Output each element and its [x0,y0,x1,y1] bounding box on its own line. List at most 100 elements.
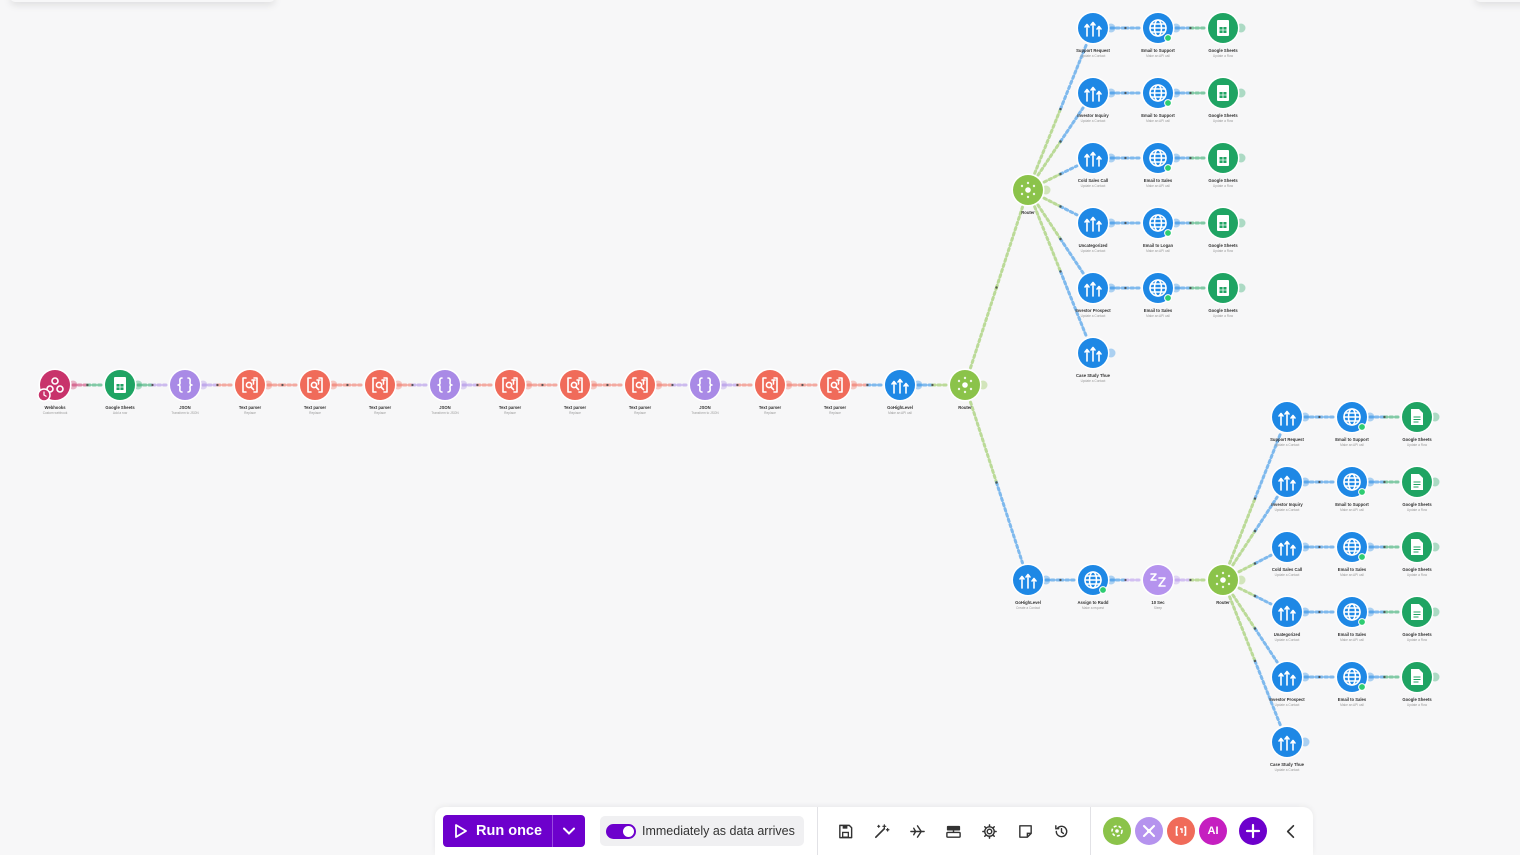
tools-button[interactable] [1135,817,1163,845]
connection-wrench-marker[interactable] [1124,156,1127,160]
connection-wrench-marker[interactable] [801,383,804,387]
connection-line[interactable] [1231,529,1257,567]
connection-wrench-marker[interactable] [151,383,154,387]
connection-wrench-marker[interactable] [1059,578,1062,582]
connection-line[interactable] [1033,205,1062,273]
connection-wrench-marker[interactable] [1318,545,1321,549]
connection-wrench-marker[interactable] [1189,91,1192,95]
connection-wrench-marker[interactable] [1124,578,1127,582]
connection-wrench-marker[interactable] [1059,140,1062,143]
module-circle[interactable] [365,370,395,400]
connection-wrench-marker[interactable] [476,383,479,387]
connection-wrench-marker[interactable] [1383,675,1386,679]
connection-wrench-marker[interactable] [1253,594,1257,598]
schedule-clock-icon[interactable] [37,388,51,402]
connection-line[interactable] [1253,627,1279,664]
connection-wrench-marker[interactable] [541,383,544,387]
connection-wrench-marker[interactable] [736,383,739,387]
connection-wrench-marker[interactable] [1383,610,1386,614]
connection-wrench-marker[interactable] [1124,91,1127,95]
connection-wrench-marker[interactable] [1318,610,1321,614]
connection-line[interactable] [995,205,1024,289]
connection-wrench-marker[interactable] [671,383,674,387]
connection-wrench-marker[interactable] [1318,480,1321,484]
connection-line[interactable] [1059,237,1085,275]
connection-wrench-marker[interactable] [866,383,869,387]
module-circle[interactable] [300,370,330,400]
module-circle[interactable] [495,370,525,400]
connection-line[interactable] [969,286,998,370]
module-router_main[interactable]: Router [948,368,988,411]
module-router_top[interactable]: Router [1011,173,1051,216]
connection-wrench-marker[interactable] [1253,627,1257,630]
module-circle[interactable] [560,370,590,400]
collapse-toolbar-button[interactable] [1279,819,1303,843]
connection-line[interactable] [1253,594,1273,606]
connection-line[interactable] [1036,203,1062,241]
run-once-button[interactable]: Run once [443,815,552,847]
connection-line[interactable] [1059,43,1088,111]
module-circle[interactable] [430,370,460,400]
module-circle[interactable] [1143,565,1173,595]
connection-line[interactable] [1231,593,1257,630]
add-module-button[interactable] [1239,817,1267,845]
connection-wrench-marker[interactable] [1189,26,1192,30]
connection-line[interactable] [1253,432,1282,500]
settings-button[interactable] [977,819,1001,843]
auto-align-button[interactable] [869,819,893,843]
connection-wrench-marker[interactable] [1383,545,1386,549]
connection-wrench-marker[interactable] [86,383,89,387]
module-circle[interactable] [755,370,785,400]
connection-line[interactable] [1059,205,1079,217]
connection-wrench-marker[interactable] [1189,578,1192,582]
connection-line[interactable] [1042,172,1062,184]
connection-wrench-marker[interactable] [1124,221,1127,225]
layout-button[interactable] [941,819,965,843]
connection-line[interactable] [1237,562,1257,574]
connection-wrench-marker[interactable] [1059,237,1062,241]
connection-line[interactable] [1228,497,1257,565]
connection-line[interactable] [1253,659,1282,727]
explain-flow-button[interactable] [905,819,929,843]
ai-tool-button[interactable]: AI [1199,817,1227,845]
connection-line[interactable] [1237,586,1257,598]
module-circle[interactable] [235,370,265,400]
connection-wrench-marker[interactable] [1189,221,1192,225]
